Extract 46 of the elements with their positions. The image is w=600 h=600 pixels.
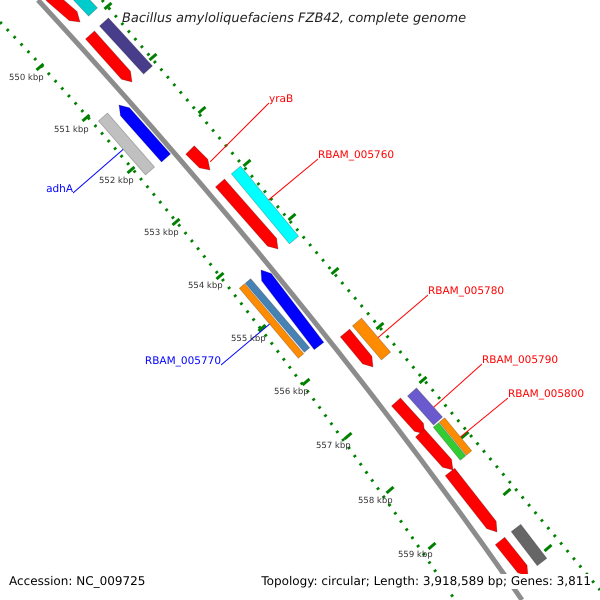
leader-line <box>268 158 318 200</box>
gene-bar <box>352 318 392 360</box>
tick-label: 553 kbp <box>144 228 179 239</box>
tick-label: 554 kbp <box>188 281 223 292</box>
gene-block <box>84 30 132 83</box>
gene-block <box>185 145 210 170</box>
leader-line <box>460 398 508 438</box>
tick-label: 550 kbp <box>9 73 44 84</box>
footer-text: Accession: NC_009725 <box>9 574 146 589</box>
leader-line <box>210 102 270 162</box>
tick-label: 555 kbp <box>231 334 266 345</box>
tick-label: 557 kbp <box>316 441 351 452</box>
gene-label: RBAM_005780 <box>428 285 504 298</box>
gene-label: RBAM_005760 <box>318 149 394 162</box>
tick-label: 559 kbp <box>398 550 433 561</box>
gene-label: RBAM_005800 <box>508 388 584 401</box>
gene-block <box>214 178 278 250</box>
title: Bacillus amyloliquefaciens FZB42, complete genome <box>122 10 466 28</box>
gene-bar <box>510 524 548 566</box>
leader-line <box>433 364 482 408</box>
leader-line <box>378 294 428 338</box>
gene-label: yraB <box>269 93 294 106</box>
gene-bar <box>438 417 472 456</box>
gene-label: RBAM_005790 <box>482 354 558 367</box>
gene-bar <box>244 278 310 353</box>
gene-block <box>414 428 454 471</box>
tick-label: 556 kbp <box>274 387 309 398</box>
gene-block <box>494 536 528 577</box>
gene-bar <box>230 166 300 244</box>
tick-label: 551 kbp <box>54 125 89 136</box>
gene-block <box>340 328 374 368</box>
gene-bar <box>73 0 98 17</box>
tick-label: 552 kbp <box>99 176 134 187</box>
gene-block <box>444 468 498 533</box>
gene-bar <box>406 387 444 426</box>
gene-bar <box>432 422 466 461</box>
leader-line <box>72 148 124 194</box>
gene-label: adhA <box>46 183 73 196</box>
tick-label: 558 kbp <box>358 496 393 507</box>
gene-block <box>391 397 426 435</box>
gene-bar <box>98 112 156 176</box>
leader-line <box>220 324 270 366</box>
gene-block <box>46 0 81 22</box>
gene-block <box>118 104 172 163</box>
gene-label: RBAM_005770 <box>144 355 221 368</box>
footer-text: Topology: circular; Length: 3,918,589 bp; Genes: 3,811 <box>261 574 591 589</box>
